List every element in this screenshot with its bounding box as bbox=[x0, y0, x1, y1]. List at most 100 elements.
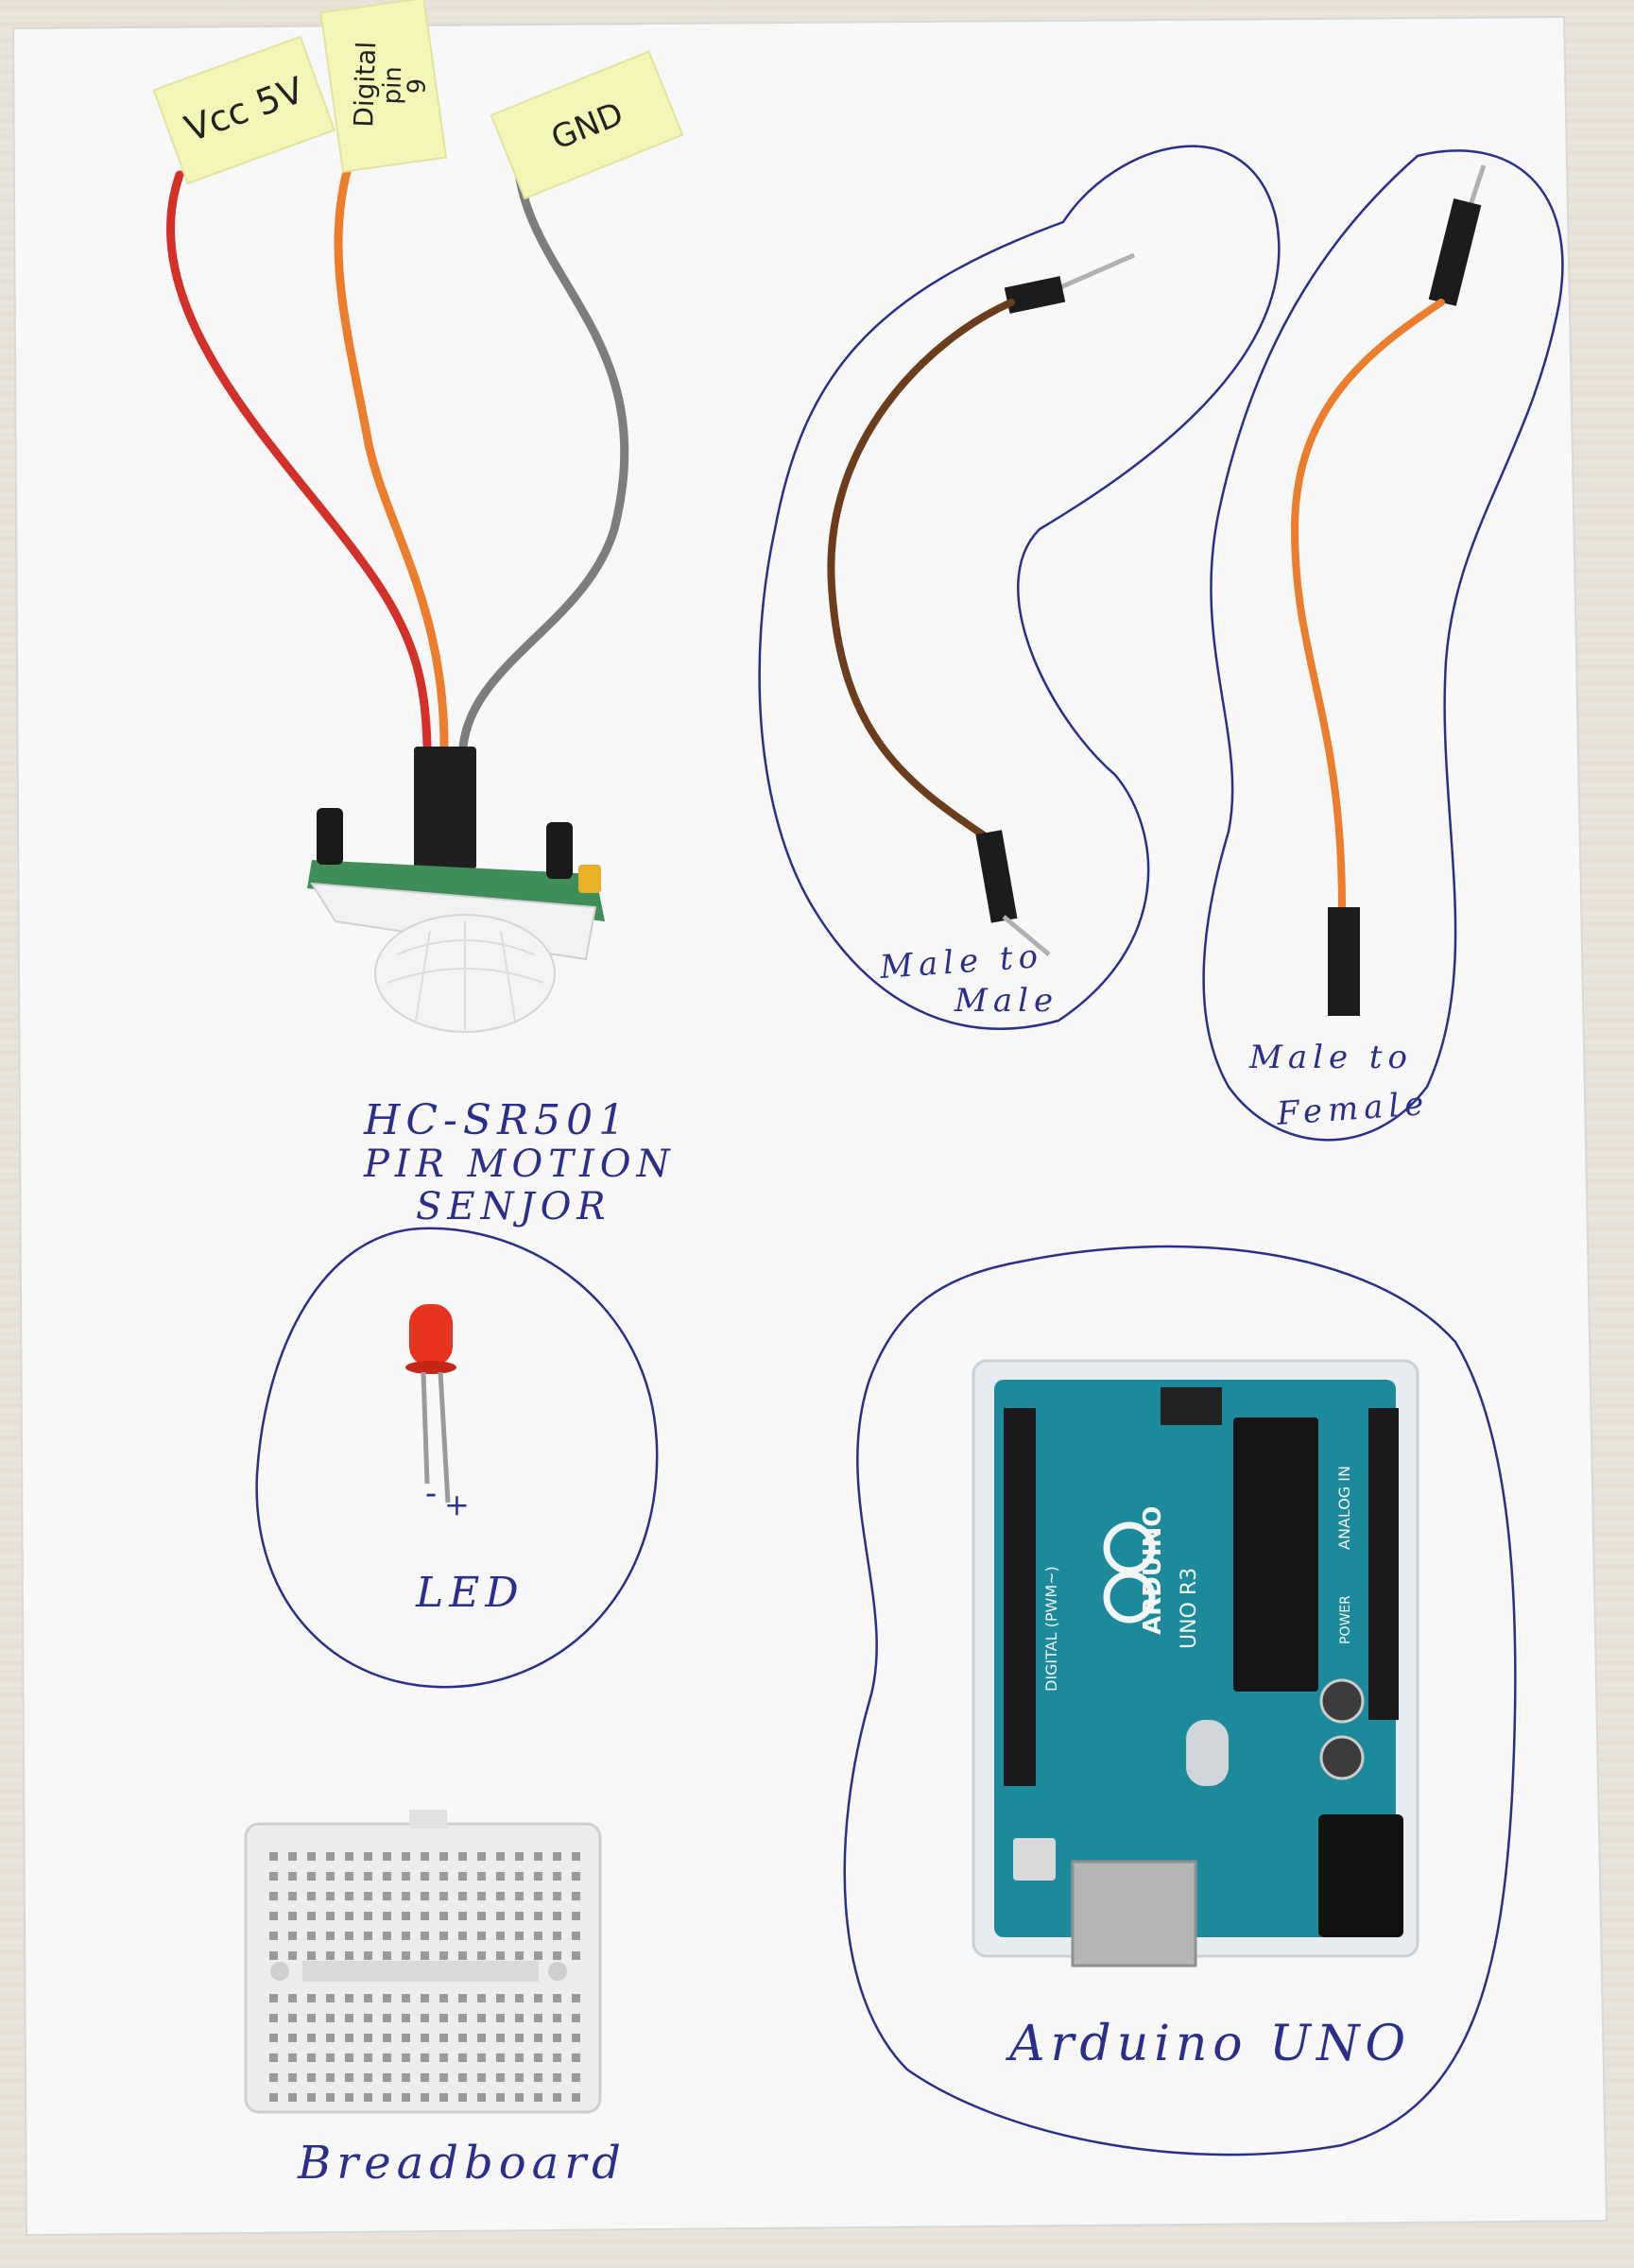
board-model: UNO R3 bbox=[1178, 1568, 1201, 1649]
breadboard-hole bbox=[288, 1912, 297, 1920]
breadboard-hole bbox=[326, 2093, 335, 2102]
pir-connector bbox=[414, 747, 476, 869]
breadboard-hole bbox=[421, 1912, 429, 1920]
breadboard-hole bbox=[345, 2053, 353, 2062]
breadboard-hole bbox=[345, 2014, 353, 2022]
breadboard-hole bbox=[402, 1852, 410, 1861]
breadboard-hole bbox=[269, 1994, 278, 2002]
breadboard-hole bbox=[402, 2034, 410, 2042]
wire-gray bbox=[458, 161, 629, 751]
breadboard-hole bbox=[383, 2073, 391, 2082]
breadboard-hole bbox=[572, 2093, 580, 2102]
note-digital-line1: Digital bbox=[348, 41, 382, 128]
breadboard-hole bbox=[572, 1872, 580, 1881]
breadboard-hole bbox=[402, 1872, 410, 1881]
breadboard-hole bbox=[553, 1872, 561, 1881]
breadboard-hole bbox=[572, 1951, 580, 1960]
breadboard-hole bbox=[477, 1994, 486, 2002]
breadboard-hole bbox=[269, 1892, 278, 1900]
atmega-chip bbox=[1233, 1418, 1318, 1692]
breadboard-hole bbox=[402, 2073, 410, 2082]
breadboard-hole bbox=[534, 1892, 542, 1900]
power-jack bbox=[1318, 1814, 1403, 1937]
breadboard-hole bbox=[515, 2093, 524, 2102]
breadboard-hole bbox=[553, 1951, 561, 1960]
label-led: LED bbox=[415, 1569, 525, 1617]
breadboard-hole bbox=[364, 2093, 372, 2102]
breadboard-hole bbox=[326, 1852, 335, 1861]
breadboard-hole bbox=[553, 1912, 561, 1920]
breadboard-hole bbox=[439, 1994, 448, 2002]
breadboard-hole bbox=[421, 2034, 429, 2042]
led-minus-label: - bbox=[425, 1474, 442, 1513]
breadboard-hole bbox=[307, 2034, 316, 2042]
jumper-male-to-female bbox=[1290, 164, 1487, 1016]
breadboard-hole bbox=[477, 2014, 486, 2022]
breadboard-hole bbox=[288, 1932, 297, 1940]
breadboard-hole bbox=[269, 2053, 278, 2062]
lens-facets bbox=[387, 921, 544, 1030]
breadboard-hole bbox=[345, 1872, 353, 1881]
breadboard-hole bbox=[364, 1994, 372, 2002]
breadboard-hole bbox=[515, 2073, 524, 2082]
breadboard-hole bbox=[496, 1852, 505, 1861]
breadboard-hole bbox=[383, 2053, 391, 2062]
breadboard-hole bbox=[534, 2053, 542, 2062]
breadboard-hole bbox=[364, 1932, 372, 1940]
breadboard-hole bbox=[477, 2053, 486, 2062]
breadboard-hole bbox=[439, 2053, 448, 2062]
capacitor-right bbox=[546, 822, 573, 879]
note-vcc: Vcc 5V bbox=[152, 35, 335, 185]
breadboard-hole bbox=[439, 1892, 448, 1900]
breadboard-hole bbox=[326, 2053, 335, 2062]
breadboard-hole bbox=[421, 1951, 429, 1960]
breadboard-hole bbox=[364, 1872, 372, 1881]
breadboard-hole bbox=[515, 1951, 524, 1960]
breadboard-hole bbox=[421, 2073, 429, 2082]
breadboard-hole bbox=[421, 2093, 429, 2102]
wire-orange bbox=[334, 151, 449, 751]
breadboard-hole bbox=[534, 2093, 542, 2102]
breadboard-hole bbox=[364, 1912, 372, 1920]
breadboard-hole bbox=[383, 2034, 391, 2042]
breadboard-hole bbox=[515, 2053, 524, 2062]
breadboard-hole bbox=[345, 1852, 353, 1861]
breadboard-hole-right bbox=[548, 1962, 567, 1981]
breadboard-hole bbox=[439, 2014, 448, 2022]
breadboard-hole bbox=[439, 2034, 448, 2042]
breadboard-hole bbox=[288, 2014, 297, 2022]
breadboard-hole bbox=[534, 1852, 542, 1861]
breadboard-hole bbox=[345, 2093, 353, 2102]
breadboard-hole bbox=[496, 1932, 505, 1940]
breadboard-hole bbox=[402, 2053, 410, 2062]
board-power-label: POWER bbox=[1338, 1595, 1353, 1644]
breadboard-hole bbox=[572, 1892, 580, 1900]
breadboard-hole bbox=[269, 1932, 278, 1940]
breadboard-hole bbox=[383, 1872, 391, 1881]
breadboard-hole bbox=[515, 1872, 524, 1881]
breadboard-hole bbox=[307, 1892, 316, 1900]
usb-port bbox=[1071, 1860, 1197, 1967]
breadboard-hole bbox=[553, 2093, 561, 2102]
breadboard-hole bbox=[383, 1932, 391, 1940]
breadboard-hole bbox=[572, 1912, 580, 1920]
reset-button bbox=[1013, 1838, 1056, 1881]
breadboard-hole bbox=[326, 1912, 335, 1920]
breadboard-hole bbox=[553, 1892, 561, 1900]
capacitor-left bbox=[317, 808, 343, 865]
note-digital: Digital pin 9 bbox=[319, 0, 448, 173]
breadboard-hole bbox=[458, 1951, 467, 1960]
breadboard-hole bbox=[288, 1872, 297, 1881]
note-gnd: GND bbox=[490, 50, 684, 200]
breadboard-hole bbox=[421, 1872, 429, 1881]
breadboard-hole bbox=[458, 2073, 467, 2082]
breadboard-hole bbox=[496, 2053, 505, 2062]
breadboard-hole bbox=[458, 1852, 467, 1861]
breadboard-hole bbox=[458, 2034, 467, 2042]
breadboard-hole bbox=[402, 1892, 410, 1900]
breadboard-hole bbox=[421, 2014, 429, 2022]
breadboard-hole bbox=[534, 2034, 542, 2042]
breadboard-hole bbox=[439, 1852, 448, 1861]
breadboard-hole bbox=[269, 2034, 278, 2042]
breadboard-hole bbox=[572, 1852, 580, 1861]
